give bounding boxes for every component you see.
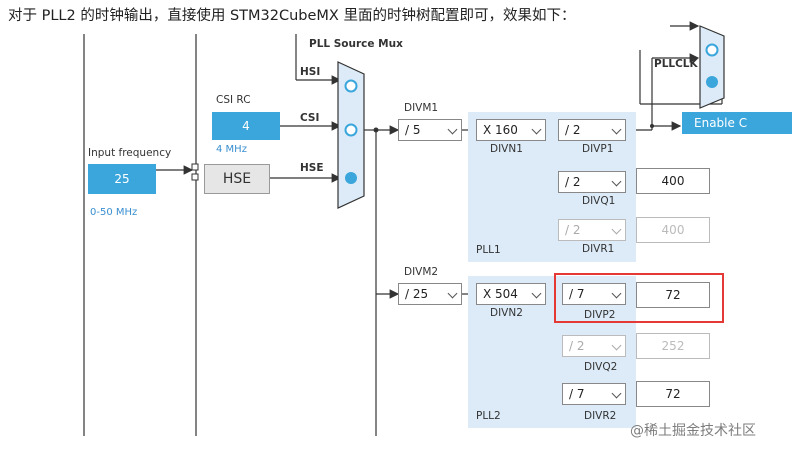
divq1-label: DIVQ1 [582,195,616,207]
divr2-select[interactable]: / 7 [562,383,626,405]
chevron-down-icon [531,288,542,299]
divr1-select[interactable]: / 2 [558,219,626,241]
divq1-select[interactable]: / 2 [558,171,626,193]
pllclk-label: PLLCLK [654,58,698,70]
divq2-label: DIVQ2 [584,361,618,373]
input-frequency-input[interactable]: 25 [88,164,156,194]
chevron-down-icon [611,340,622,351]
pll2-label: PLL2 [476,410,501,422]
highlight-box [554,273,724,323]
divq1-output: 400 [636,168,710,194]
divm1-select[interactable]: / 5 [398,119,462,141]
pll1-label: PLL1 [476,244,501,256]
divn2-label: DIVN2 [490,307,523,319]
caption: 对于 PLL2 的时钟输出，直接使用 STM32CubeMX 里面的时钟树配置即… [8,8,576,24]
divr2-label: DIVR2 [584,410,617,422]
pll-source-mux-title: PLL Source Mux [309,38,403,50]
divq2-select[interactable]: / 2 [562,335,626,357]
input-frequency-range: 0-50 MHz [90,207,138,218]
chevron-down-icon [447,288,458,299]
mux-input-hsi-label: HSI [300,66,321,78]
input-frequency-label: Input frequency [88,147,172,159]
divp1-select[interactable]: / 2 [558,119,626,141]
divn1-label: DIVN1 [490,143,523,155]
mux-input-hse-label: HSE [300,162,324,174]
chevron-down-icon [611,388,622,399]
divn2-select[interactable]: X 504 [476,283,546,305]
mux-input-csi-label: CSI [300,112,320,124]
mux-radio-csi [344,123,358,137]
mux-radio-hse [345,172,357,184]
divp2-label: DIVP2 [584,309,616,321]
divp2-select[interactable]: / 7 [562,283,626,305]
divr2-output: 72 [636,381,710,407]
chevron-down-icon [531,124,542,135]
chevron-down-icon [611,224,622,235]
divn1-select[interactable]: X 160 [476,119,546,141]
enable-css-button[interactable]: Enable C [682,112,792,134]
divq2-output: 252 [636,333,710,359]
divp1-label: DIVP1 [582,143,614,155]
chevron-down-icon [611,124,622,135]
divm1-label: DIVM1 [404,102,439,114]
csi-rc-label: CSI RC [216,94,251,106]
divr1-output: 400 [636,217,710,243]
hse-block: HSE [204,164,270,194]
divm2-select[interactable]: / 25 [398,283,462,305]
divm2-label: DIVM2 [404,266,439,278]
csi-rc-value: 4 [212,112,280,140]
mux-radio-hsi [344,79,358,93]
divr1-label: DIVR1 [582,243,615,255]
csi-rc-note: 4 MHz [216,144,247,155]
system-clock-mux [699,25,725,109]
watermark: @稀土掘金技术社区 [630,423,756,439]
chevron-down-icon [447,124,458,135]
divp2-output: 72 [636,282,710,308]
chevron-down-icon [611,176,622,187]
